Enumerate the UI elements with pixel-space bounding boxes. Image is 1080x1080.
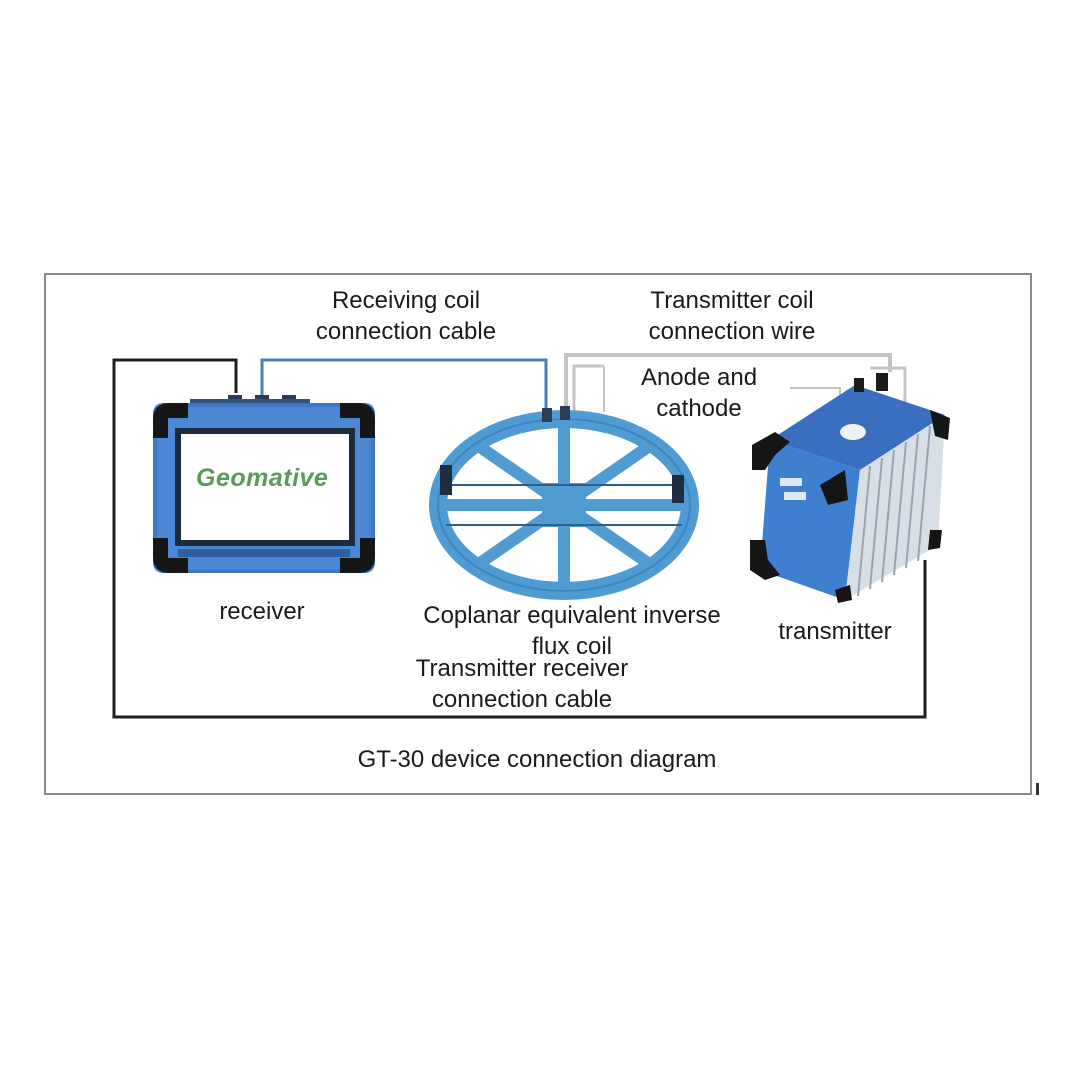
label-tx-rx-cable: Transmitter receiver connection cable bbox=[394, 653, 650, 715]
label-line: Transmitter coil bbox=[650, 287, 814, 314]
transmitter-coil-wire-line-2 bbox=[572, 364, 604, 412]
label-line: flux coil bbox=[531, 633, 613, 660]
label-line: connection cable bbox=[315, 318, 497, 345]
label-line: connection wire bbox=[648, 318, 816, 345]
label-transmitter-coil-wire: Transmitter coil connection wire bbox=[622, 285, 842, 347]
label-anode-cathode: Anode and cathode bbox=[616, 362, 782, 424]
frame-edge-mark bbox=[1036, 783, 1039, 795]
transmitter-coil-wire-line bbox=[564, 353, 892, 412]
label-coil: Coplanar equivalent inverse flux coil bbox=[402, 600, 742, 662]
label-receiving-coil-cable: Receiving coil connection cable bbox=[296, 285, 516, 347]
label-line: Anode and bbox=[640, 364, 758, 391]
diagram-caption: GT-30 device connection diagram bbox=[357, 746, 717, 773]
coil-device bbox=[429, 406, 699, 600]
receiver-logo: Geomative bbox=[196, 464, 329, 492]
label-line: Transmitter receiver bbox=[415, 655, 629, 682]
tx-rx-cable-line bbox=[112, 358, 927, 719]
label-line: Coplanar equivalent inverse bbox=[423, 602, 721, 629]
transmitter-device bbox=[750, 373, 950, 603]
label-line: cathode bbox=[656, 395, 742, 422]
label-line: Receiving coil bbox=[331, 287, 481, 314]
label-line: connection cable bbox=[431, 686, 613, 713]
receiving-coil-cable-line bbox=[260, 358, 548, 408]
receiver-device bbox=[153, 395, 375, 573]
label-receiver: receiver bbox=[219, 598, 305, 625]
label-transmitter: transmitter bbox=[778, 618, 892, 645]
